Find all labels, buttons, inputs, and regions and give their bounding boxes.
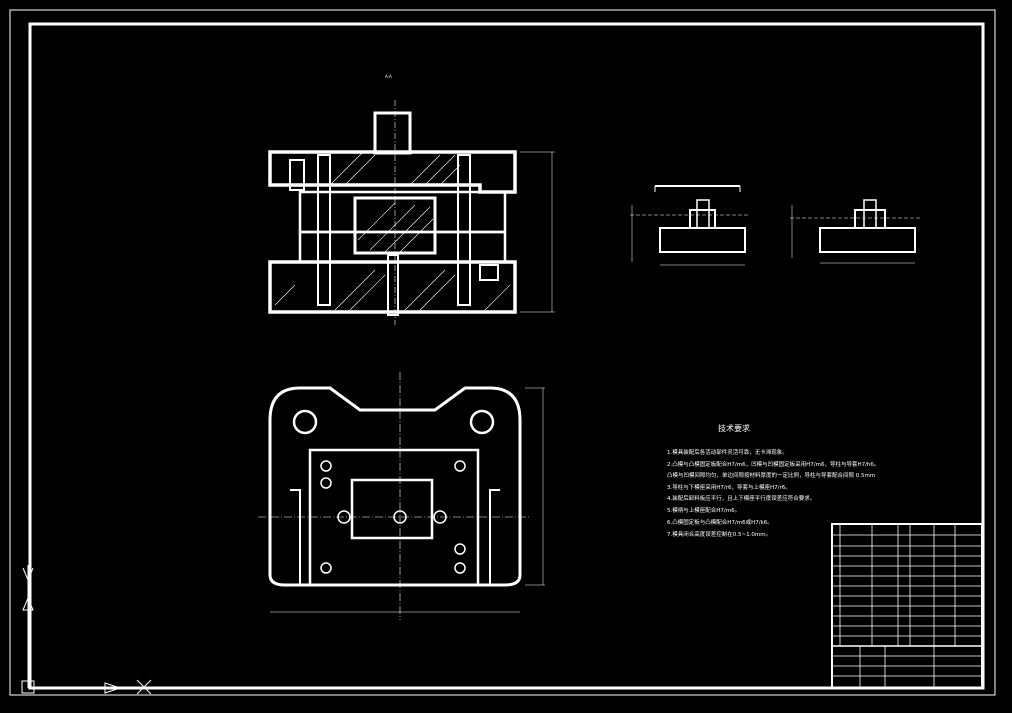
tech-note-4: 3.导柱与下模座采用H7/r6，导套与上模座H7/r6。 (667, 483, 791, 491)
tech-note-1: 1.模具装配后各活动部件灵活可靠，无卡滞现象。 (667, 448, 788, 456)
tech-note-3: 凸模与凹模间隙均匀，单边间隙按材料厚度的一定比例，导柱与导套配合间隙 0.5mm (667, 471, 875, 479)
ucs-icon (21, 565, 122, 694)
crosshair-icon[interactable] (136, 679, 152, 695)
tech-requirements-title: 技术要求 (718, 423, 750, 433)
drawing-frame (28, 22, 985, 690)
tech-note-8: 7.模具闭合高度误差控制在0.5~1.0mm。 (667, 530, 771, 538)
bottom-plate-hatch (274, 269, 511, 311)
outer-sheet-border (9, 9, 996, 696)
section-view: A-A (268, 74, 555, 325)
top-plate-hatch (329, 152, 461, 186)
tech-note-6: 5.模柄与上模座配合H7/m6。 (667, 506, 740, 514)
tech-note-2: 2.凸模与凸模固定板配合H7/m6，凹模与凹模固定板采用H7/m6，导柱与导套H… (667, 460, 879, 468)
tech-requirements: 技术要求 1.模具装配后各活动部件灵活可靠，无卡滞现象。 2.凸模与凸模固定板配… (667, 423, 879, 538)
punch-hatch (357, 202, 434, 253)
title-block (831, 523, 983, 689)
plan-view (258, 372, 545, 620)
tech-note-7: 6.凸模固定板与凸模配合H7/m6或H7/k6。 (667, 518, 773, 526)
section-label: A-A (385, 74, 392, 79)
part-view-1 (630, 185, 750, 266)
tech-note-5: 4.装配后卸料板应平行，且上下模座平行度误差应符合要求。 (667, 494, 815, 502)
part-view-2 (790, 199, 920, 264)
